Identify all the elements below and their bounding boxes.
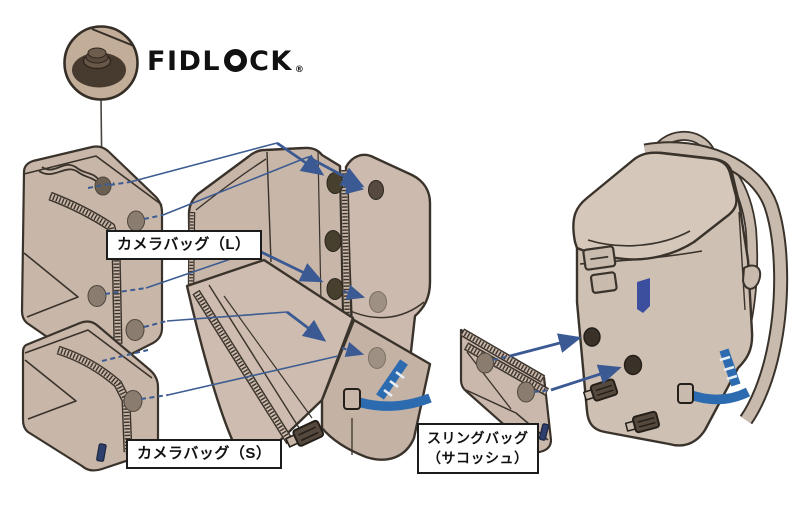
ladder-buckle [582,378,619,402]
navy-pull-tab [96,443,107,462]
label-sling-bag-line1: スリングバッグ [427,430,529,446]
label-sling-bag: スリングバッグ （サコッシュ） [417,423,539,474]
magnet-dot [368,291,387,369]
flap-buckle [582,245,618,294]
open-backpack-illustration [185,146,432,462]
fidlock-logo-o-ring-icon [224,49,248,72]
ladder-buckle [624,410,660,434]
blue-strap [343,359,432,411]
navy-pull-tab [538,423,550,441]
webbing-loop [742,264,762,290]
ladder-buckle [285,419,325,448]
fidlock-logo-text-right: CK [249,46,293,77]
brand-patch [637,278,650,313]
label-sling-bag-line2: （サコッシュ） [427,450,529,467]
fidlock-magnet-detail-inset [63,25,139,184]
magnet-dot [123,390,143,412]
label-camera-bag-l: カメラバッグ（L） [106,230,262,260]
fidlock-logo-text-left: FIDL [147,46,222,77]
magnet-dot [583,327,643,376]
label-camera-bag-s: カメラバッグ（S） [126,439,283,469]
blue-strap [677,348,751,405]
camera-bag-s-illustration [21,320,160,472]
sling-bag-illustration [459,328,553,455]
attachment-arrows [87,141,622,400]
registered-trademark-mark: ® [294,65,304,75]
closed-backpack-illustration [572,131,789,447]
fidlock-logo: FIDL CK ® [147,46,304,77]
